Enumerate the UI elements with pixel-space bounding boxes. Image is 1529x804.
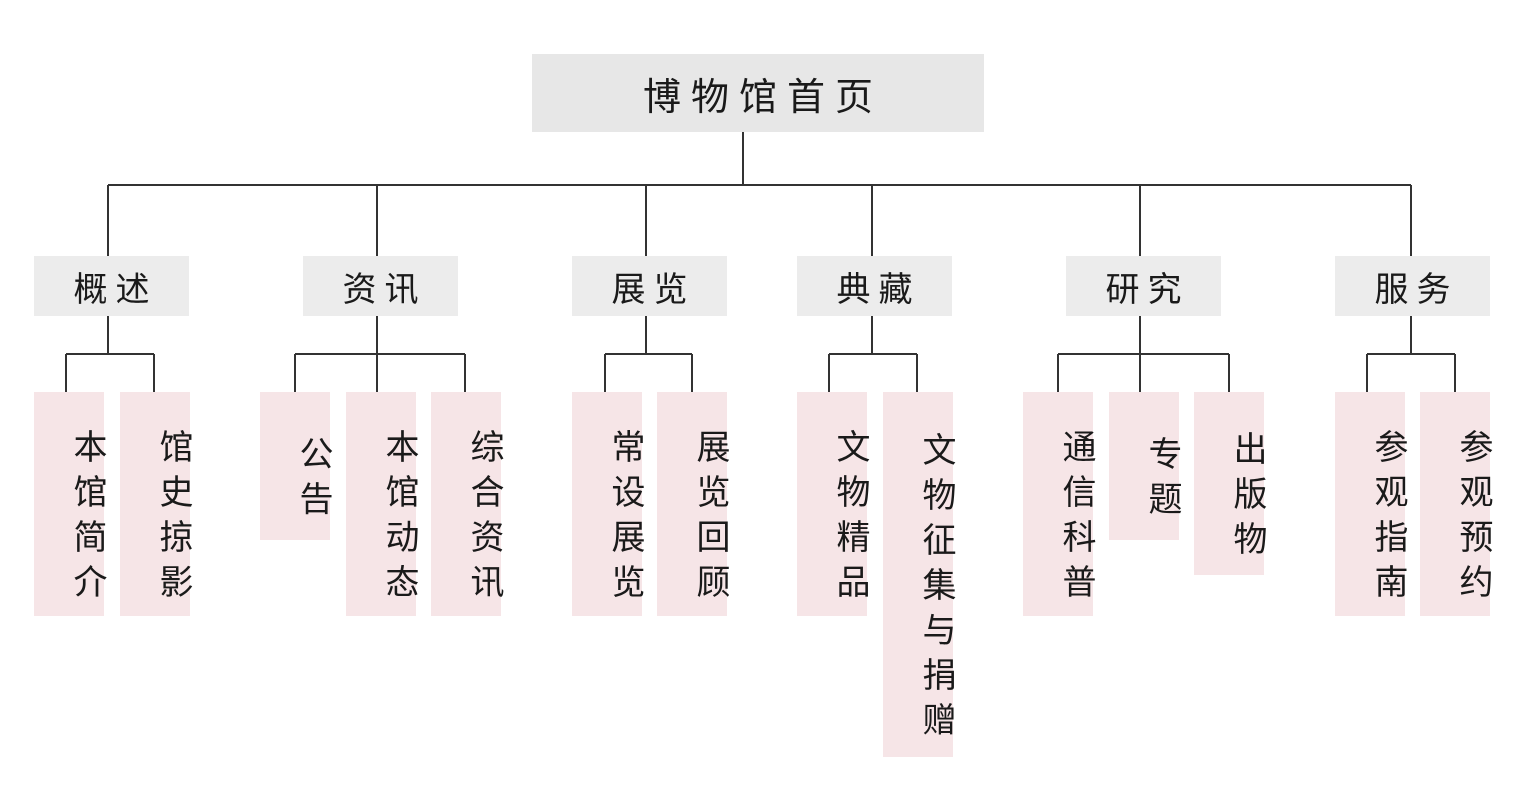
category-exhibitions[interactable]: 展览 — [572, 256, 727, 316]
leaf-past-exhibitions[interactable]: 展览回顾 — [657, 392, 730, 616]
category-news[interactable]: 资讯 — [303, 256, 458, 316]
category-research[interactable]: 研究 — [1066, 256, 1221, 316]
leaf-relic-acquisition-donation[interactable]: 文物征集与捐赠 — [883, 392, 956, 757]
leaf-relic-highlights[interactable]: 文物精品 — [797, 392, 870, 616]
category-services[interactable]: 服务 — [1335, 256, 1490, 316]
leaf-visit-booking[interactable]: 参观预约 — [1420, 392, 1493, 616]
leaf-museum-history[interactable]: 馆史掠影 — [120, 392, 193, 616]
leaf-general-news[interactable]: 综合资讯 — [431, 392, 504, 616]
root-node[interactable]: 博物馆首页 — [532, 54, 984, 132]
leaf-special-topics[interactable]: 专题 — [1109, 392, 1182, 540]
leaf-visit-guide[interactable]: 参观指南 — [1335, 392, 1408, 616]
leaf-announcements[interactable]: 公告 — [260, 392, 333, 540]
leaf-publications[interactable]: 出版物 — [1194, 392, 1267, 575]
leaf-museum-intro[interactable]: 本馆简介 — [34, 392, 107, 616]
leaf-museum-news[interactable]: 本馆动态 — [346, 392, 419, 616]
leaf-permanent-exhibitions[interactable]: 常设展览 — [572, 392, 645, 616]
leaf-communication-science[interactable]: 通信科普 — [1023, 392, 1096, 616]
category-collections[interactable]: 典藏 — [797, 256, 952, 316]
category-overview[interactable]: 概述 — [34, 256, 189, 316]
